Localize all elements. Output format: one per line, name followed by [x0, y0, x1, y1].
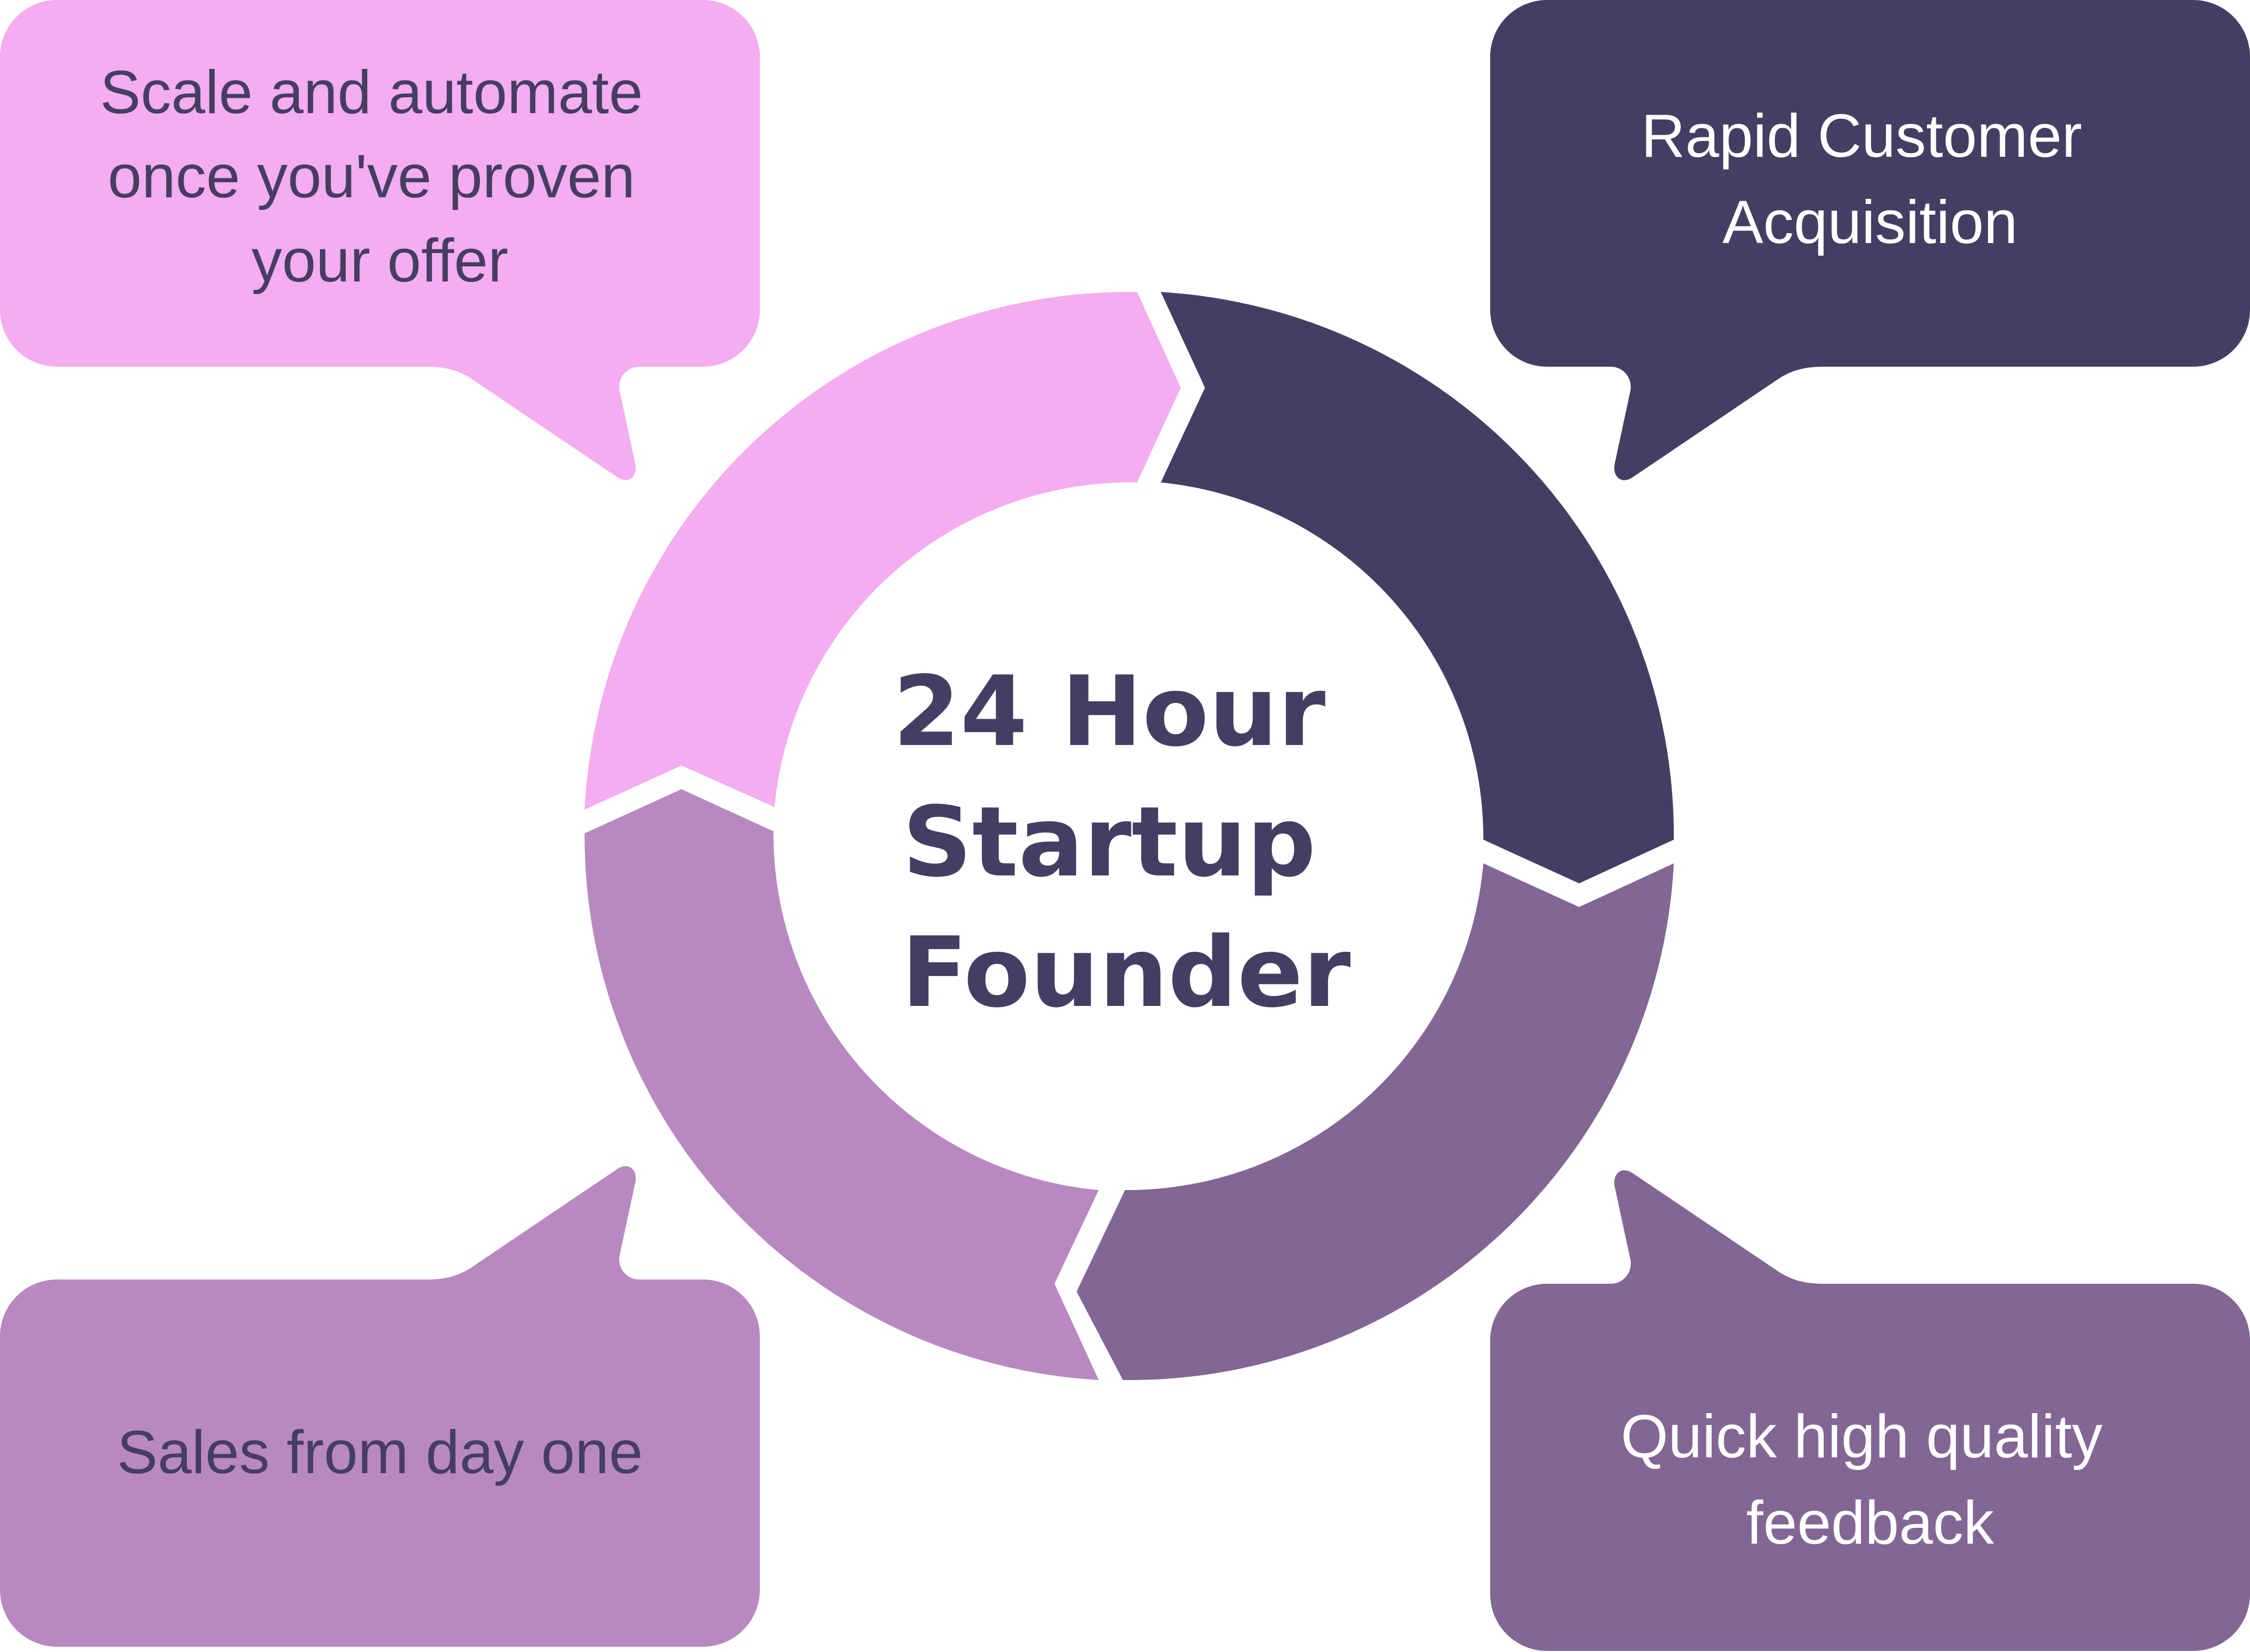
bubble-top-right-text: Rapid Customer Acquisition [1641, 102, 2099, 256]
bubble-bottom-left: Sales from day one [0, 1166, 760, 1647]
bubble-top-right-line-1: Rapid Customer [1641, 102, 2082, 170]
cycle-segment-navy [1161, 292, 1674, 883]
center-title-line-1: 24 Hour [893, 656, 1326, 768]
cycle-segment-pink [585, 291, 1181, 810]
bubble-bottom-left-shape [0, 1166, 760, 1647]
bubble-top-right-shape [1490, 0, 2250, 480]
center-title-line-3: Founder [901, 916, 1351, 1029]
bubble-bottom-left-text: Sales from day one [117, 1418, 642, 1486]
bubble-top-left-line-3: your offer [252, 226, 508, 295]
bubble-top-left-line-1: Scale and automate [100, 58, 643, 126]
bubble-bottom-right-shape [1490, 1170, 2250, 1651]
bubble-bottom-right-line-2: feedback [1746, 1488, 1995, 1557]
bubble-top-left: Scale and automate once you've proven yo… [0, 0, 760, 480]
bubble-top-left-shape [0, 0, 760, 480]
cycle-ring [584, 291, 1674, 1381]
bubble-bottom-right: Quick high quality feedback [1490, 1170, 2250, 1651]
cycle-segment-purple [1077, 863, 1674, 1381]
bubble-top-right: Rapid Customer Acquisition [1490, 0, 2250, 480]
bubble-top-left-text: Scale and automate once you've proven yo… [100, 58, 660, 295]
bubble-bottom-left-line-1: Sales from day one [117, 1418, 642, 1486]
bubble-bottom-right-line-1: Quick high quality [1621, 1402, 2103, 1470]
center-title: 24 Hour Startup Founder [893, 656, 1359, 1029]
center-title-line-2: Startup [902, 786, 1316, 899]
bubble-bottom-right-text: Quick high quality feedback [1621, 1402, 2120, 1557]
cycle-segment-lavender [584, 789, 1099, 1380]
bubble-top-right-line-2: Acquisition [1723, 188, 2018, 256]
bubble-top-left-line-2: once you've proven [108, 142, 635, 210]
